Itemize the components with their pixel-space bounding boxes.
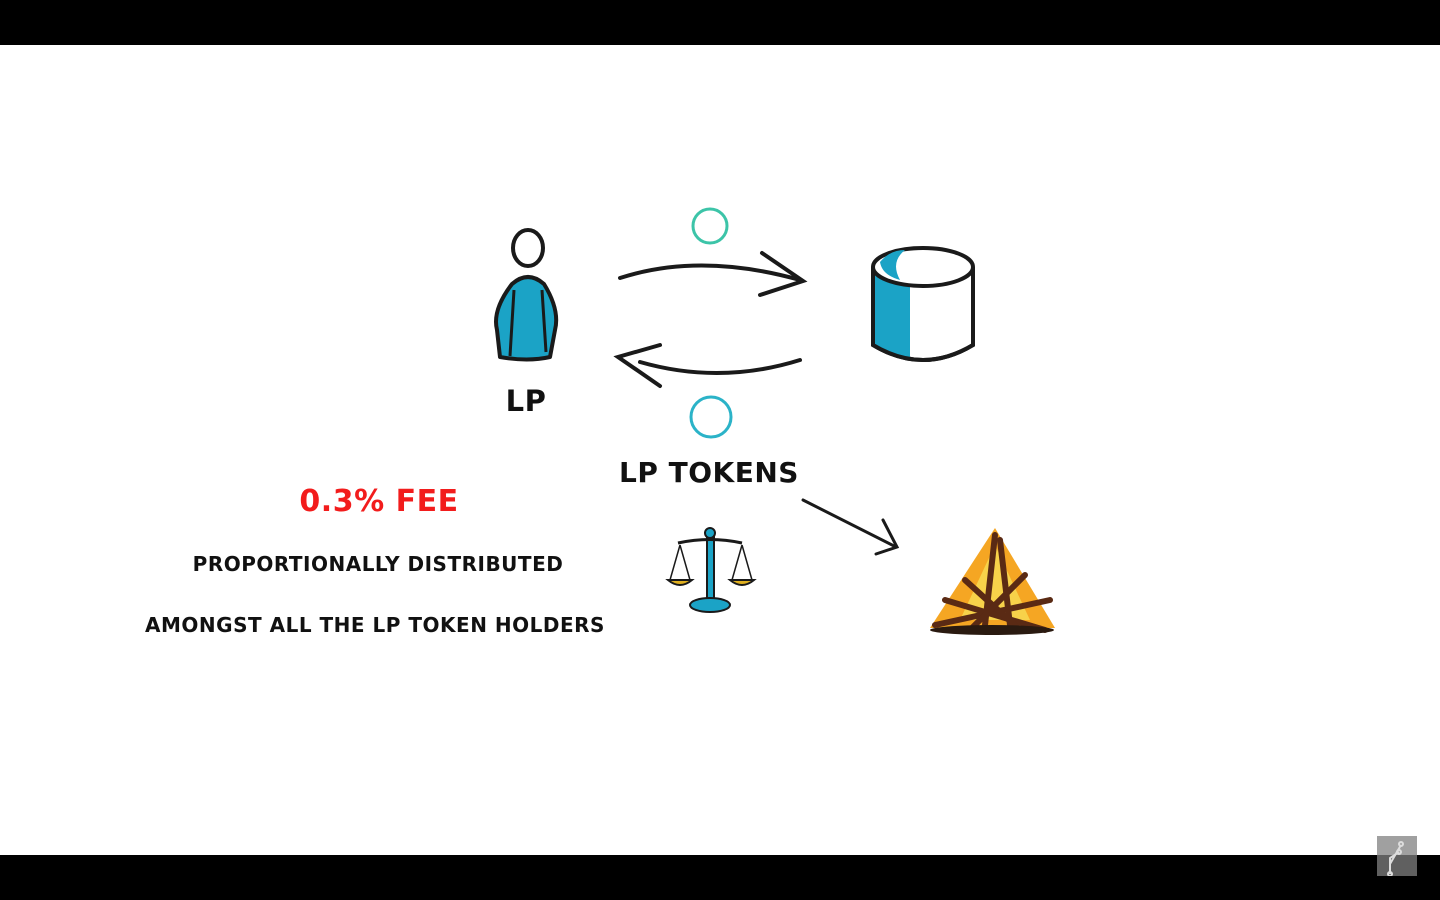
- lp-token-coin-icon: [689, 395, 733, 439]
- lp-tokens-label: LP TOKENS: [619, 456, 799, 489]
- bonfire-icon: [930, 528, 1055, 635]
- channel-watermark-logo[interactable]: [1377, 836, 1417, 876]
- arrow-right-icon: [618, 251, 808, 297]
- liquidity-provider-icon: [494, 228, 559, 362]
- branch-icon: [1387, 841, 1404, 876]
- diagram-canvas: [0, 45, 1440, 855]
- arrow-down-right-icon: [801, 498, 900, 556]
- distribution-text-line1: PROPORTIONALLY DISTRIBUTED: [192, 552, 564, 576]
- video-letterbox-bottom: [0, 855, 1440, 900]
- distribution-text-line2: AMONGST ALL THE LP TOKEN HOLDERS: [145, 613, 605, 637]
- fee-label: 0.3% FEE: [299, 484, 459, 519]
- coin-icon: [691, 207, 729, 245]
- liquidity-pool-cylinder-icon: [871, 246, 975, 362]
- arrow-left-icon: [613, 343, 802, 388]
- balance-scale-icon: [665, 527, 757, 613]
- video-letterbox-top: [0, 0, 1440, 45]
- lp-label: LP: [505, 384, 547, 418]
